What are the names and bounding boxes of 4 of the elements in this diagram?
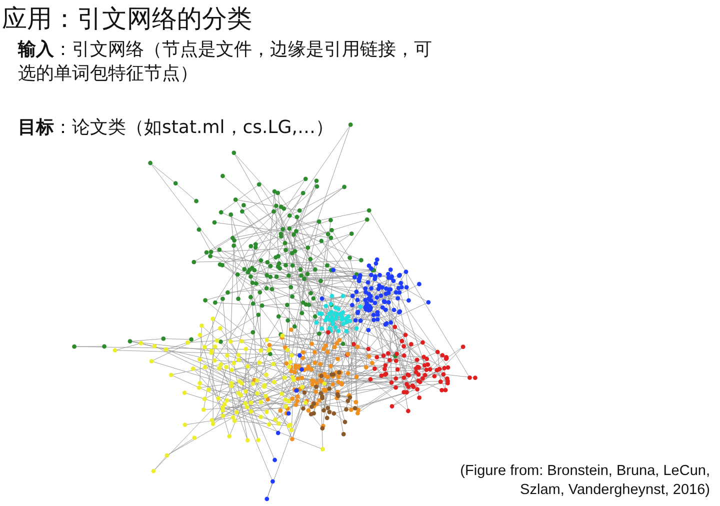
input-text: 输入：引文网络（节点是文件，边缘是引用链接，可选的单词包特征节点） <box>18 38 433 86</box>
figure-caption: (Figure from: Bronstein, Bruna, LeCun, Szlam, Vandergheynst, 2016) <box>459 462 710 500</box>
slide-title: 应用：引文网络的分类 <box>2 3 252 35</box>
goal-text: 目标：论文类（如stat.ml，cs.LG,…） <box>18 116 334 140</box>
